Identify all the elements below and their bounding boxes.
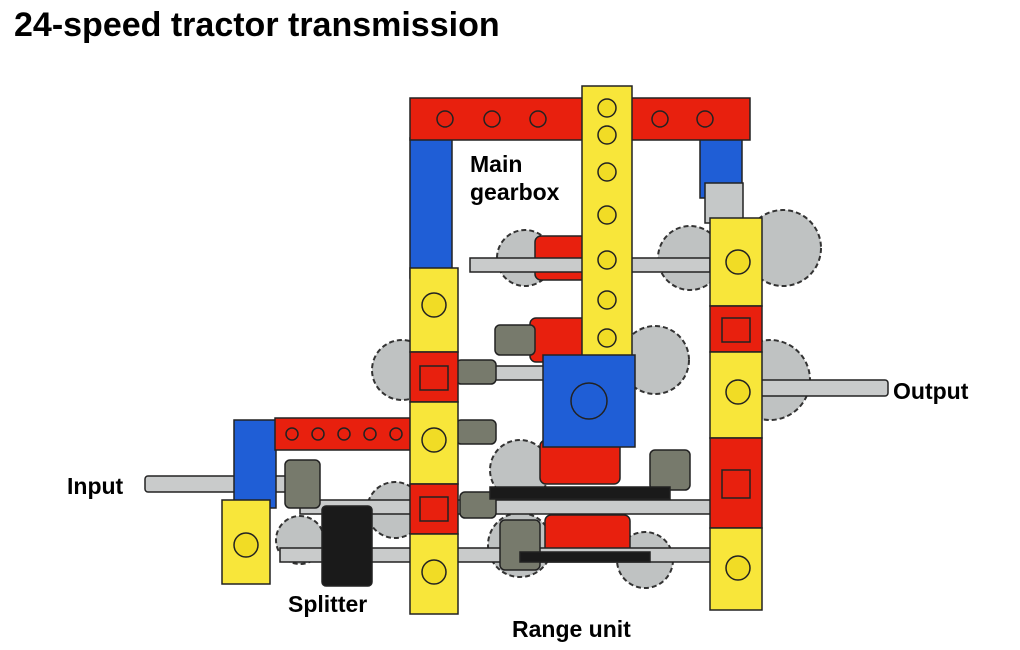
blue-beam-left: [409, 137, 453, 279]
top-red-beam: [409, 97, 751, 141]
label-main-gearbox: Main gearbox: [470, 150, 559, 206]
label-main-line1: Main: [470, 151, 523, 177]
output-shaft: [759, 379, 889, 397]
label-splitter: Splitter: [288, 591, 368, 617]
input-shaft: [144, 475, 306, 493]
diagram-title: 24-speed tractor transmission: [14, 6, 500, 44]
label-input: Input: [67, 473, 124, 499]
black-beam-1: [489, 486, 671, 500]
black-beam-2: [519, 551, 651, 563]
blue-connector-hole: [570, 382, 608, 420]
gray-block: [704, 182, 744, 224]
blue-beam-lower-left: [233, 419, 277, 509]
label-range-unit: Range unit: [512, 616, 631, 642]
label-main-line2: gearbox: [470, 179, 560, 205]
gear-top-right: [744, 209, 822, 287]
black-block-splitter: [321, 505, 373, 587]
label-output: Output: [893, 378, 969, 404]
